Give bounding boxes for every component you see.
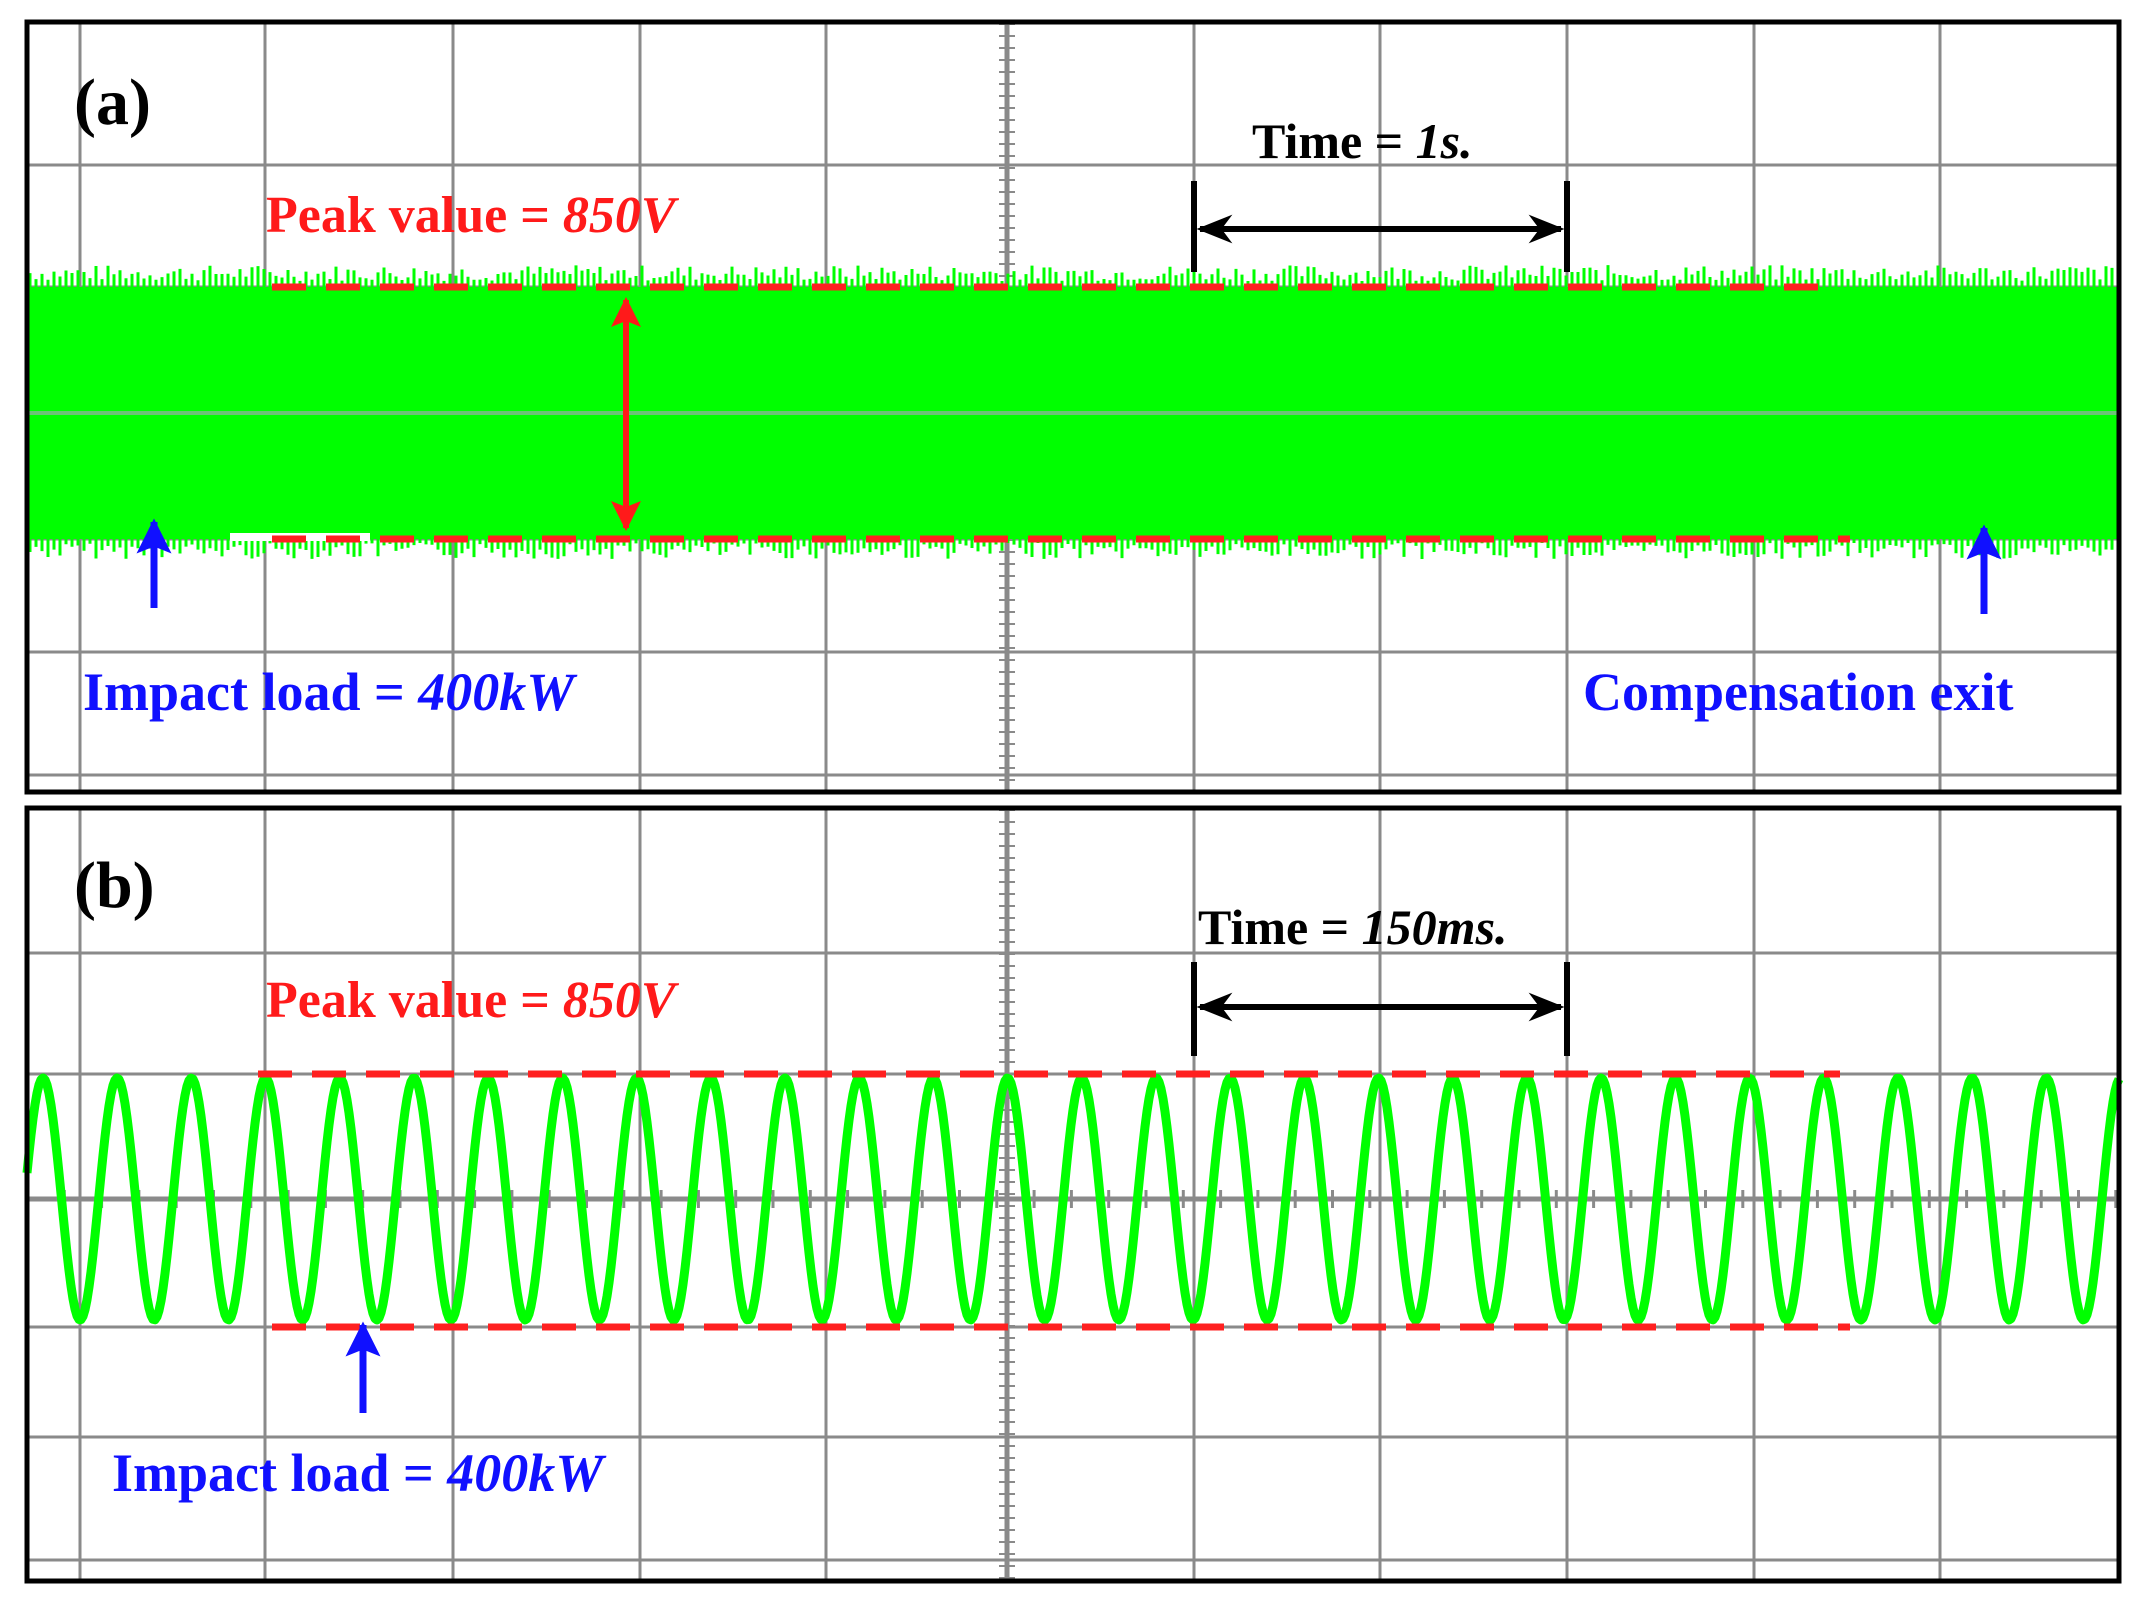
panel-a-exit-annotation: Compensation exit: [1583, 662, 2014, 722]
panel-a-time-annotation: Time = 1s.: [1252, 113, 1473, 169]
panel-b-label: (b): [74, 849, 155, 922]
panel-b-peak-annotation: Peak value = 850V: [266, 972, 680, 1029]
panel-b: (b) Time = 150ms. Peak value = 850V Impa…: [22, 805, 2124, 1584]
panel-a-load-annotation: Impact load = 400kW: [83, 662, 578, 722]
panel-b-trace: [22, 1073, 2124, 1325]
panel-b-trace-sine: [22, 1073, 2124, 1325]
panel-a-label: (a): [74, 66, 151, 139]
panel-a-frame: [24, 19, 2122, 795]
panel-b-load-annotation: Impact load = 400kW: [112, 1443, 607, 1503]
panel-b-time-annotation: Time = 150ms.: [1198, 899, 1508, 955]
panel-a-peak-annotation: Peak value = 850V: [266, 187, 680, 244]
panel-a-trace: [27, 265, 2119, 559]
panel-b-frame: [24, 805, 2122, 1584]
panel-a: (a) Time = 1s. Peak value = 850V Impact …: [24, 19, 2122, 795]
